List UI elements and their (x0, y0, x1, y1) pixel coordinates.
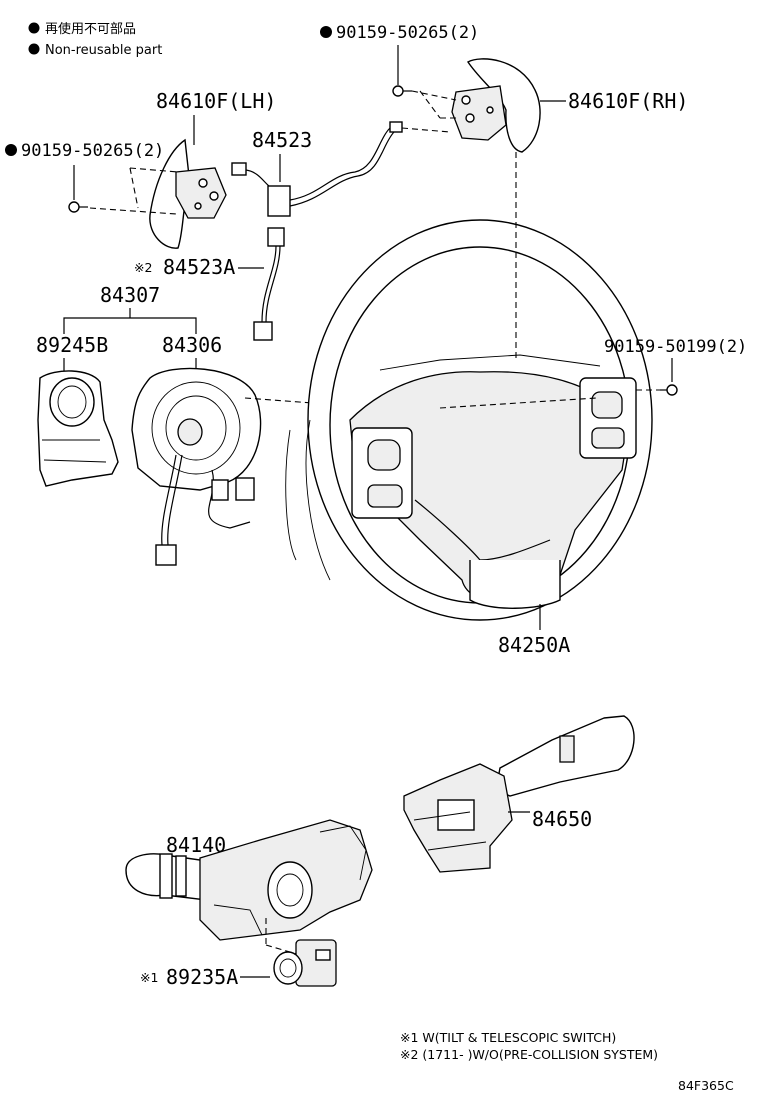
legend-bullet-icon (28, 43, 40, 55)
wiper-switch-label[interactable]: 84650 (532, 807, 592, 831)
part-label-bolt-left[interactable]: 90159-50265(2) (5, 141, 164, 161)
non-reusable-marker-icon (5, 144, 17, 156)
spiral-assy-label[interactable]: 84307 (100, 283, 160, 307)
connector-a-prefix: ※2 (134, 260, 152, 275)
wheel-label[interactable]: 84250A (498, 633, 570, 657)
connector-a-label[interactable]: 84523A (163, 255, 235, 279)
spiral-cable-label[interactable]: 84306 (162, 333, 222, 357)
connector-drawing (231, 121, 403, 217)
paddle-rh-label[interactable]: 84610F(RH) (568, 89, 688, 113)
wiper-switch-drawing (403, 715, 635, 873)
paddle-lh-drawing (149, 138, 227, 249)
note-1: ※1 W(TILT & TELESCOPIC SWITCH) (400, 1030, 616, 1045)
paddle-rh-drawing (451, 58, 541, 153)
paddle-lh-label[interactable]: 84610F(LH) (156, 89, 276, 113)
tilt-switch-label[interactable]: 89235A (166, 965, 238, 989)
spiral-cable-drawing (131, 367, 262, 566)
bolt-right-label[interactable]: 90159-50199(2) (604, 337, 747, 357)
bolt-left-label: 90159-50265(2) (21, 141, 164, 161)
note-2: ※2 (1711- )W/O(PRE-COLLISION SYSTEM) (400, 1047, 658, 1062)
steering-wheel-drawing (285, 219, 653, 621)
tilt-switch-drawing (273, 939, 337, 987)
connector-a-drawing (253, 227, 285, 341)
figure-code: 84F365C (678, 1078, 734, 1093)
bolt-top-label: 90159-50265(2) (336, 23, 479, 43)
bolt-left-drawing (68, 201, 88, 213)
sensor-label[interactable]: 89245B (36, 333, 108, 357)
bolt-top-drawing (392, 85, 412, 97)
legend-en-text: Non-reusable part (45, 43, 162, 58)
turn-switch-drawing (125, 819, 373, 941)
bolt-right-drawing (660, 384, 678, 396)
legend: 再使用不可部品 Non-reusable part (28, 21, 162, 58)
non-reusable-marker-icon (320, 26, 332, 38)
tilt-switch-prefix: ※1 (140, 970, 158, 985)
connector-label[interactable]: 84523 (252, 128, 312, 152)
sensor-drawing (37, 370, 119, 487)
legend-jp-text: 再使用不可部品 (45, 21, 136, 37)
legend-bullet-icon (28, 22, 40, 34)
part-label-bolt-top[interactable]: 90159-50265(2) (320, 23, 479, 43)
